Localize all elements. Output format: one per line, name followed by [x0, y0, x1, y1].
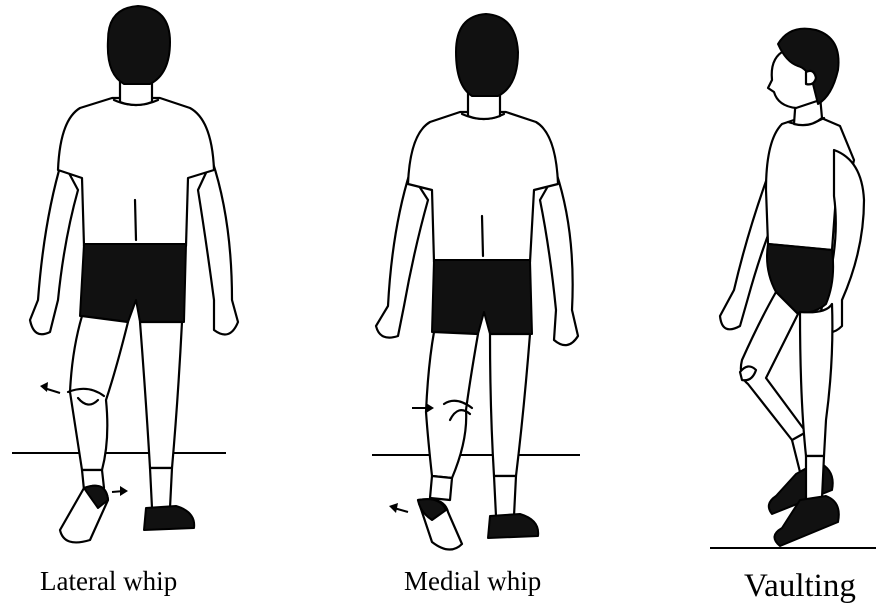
right-shoe [144, 506, 194, 530]
right-leg [140, 322, 182, 468]
hair [108, 6, 170, 84]
ear [806, 71, 816, 85]
spine-line [135, 200, 136, 240]
caption-lateral-whip: Lateral whip [40, 566, 177, 597]
hair [456, 14, 518, 96]
arrow-knee-outward [40, 382, 60, 393]
left-leg [426, 332, 478, 478]
right-arm [540, 172, 578, 345]
near-sock [806, 456, 824, 500]
left-sock [430, 476, 452, 500]
spine-line [482, 216, 483, 256]
shorts [80, 244, 186, 322]
left-arm [30, 160, 78, 334]
arrow-heel-inward [112, 486, 128, 496]
right-arm [198, 160, 238, 335]
right-shoe [488, 514, 538, 538]
right-sock [494, 476, 516, 516]
figure-vaulting [710, 29, 876, 548]
left-arm [376, 172, 428, 338]
figure-lateral-whip [12, 6, 238, 542]
caption-vaulting: Vaulting [744, 568, 856, 605]
figure-medial-whip [372, 14, 580, 550]
arrow-heel-outward [389, 503, 408, 513]
near-leg [800, 304, 832, 456]
shorts [432, 260, 532, 334]
caption-medial-whip: Medial whip [404, 566, 541, 597]
right-sock [150, 468, 172, 508]
